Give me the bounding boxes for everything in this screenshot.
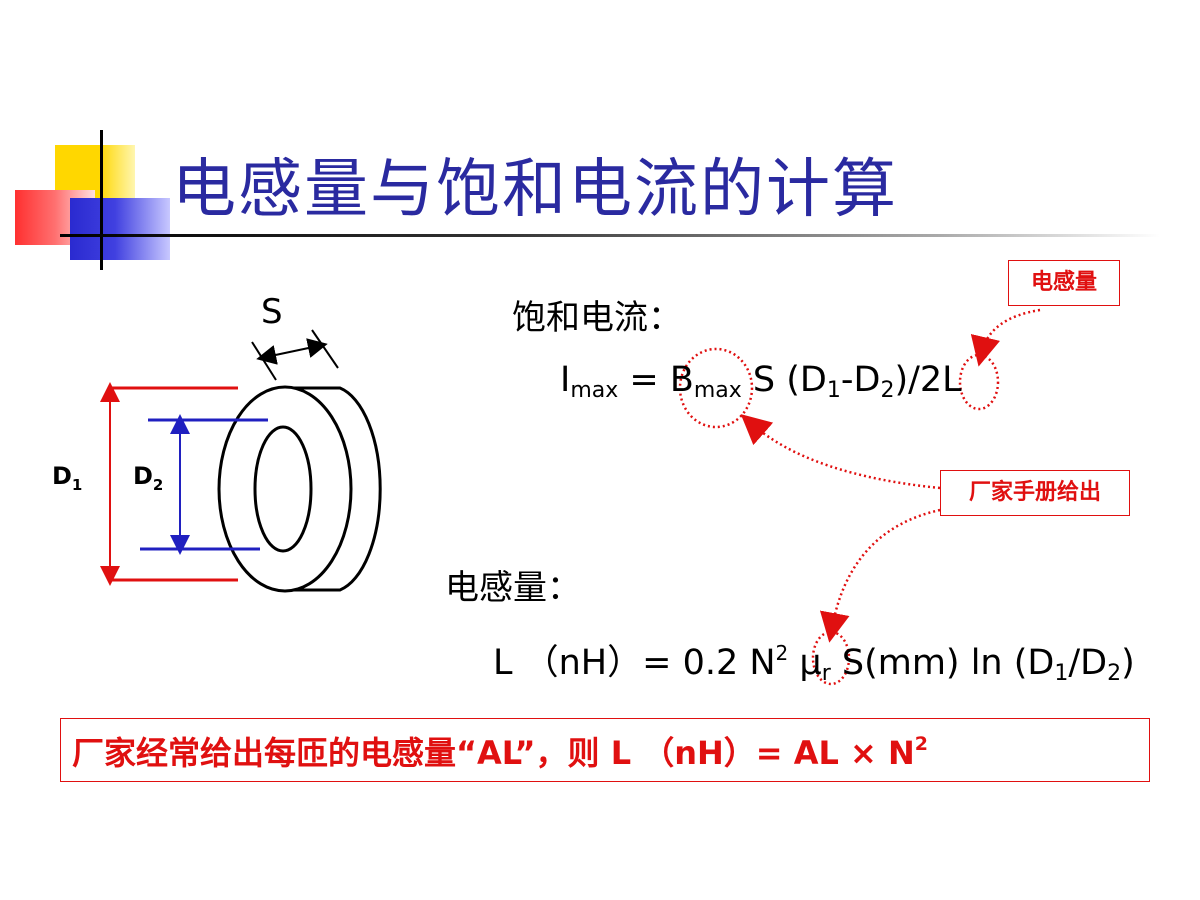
inductance-formula: L （nH）= 0.2 N2 μr S(mm) ln (D1/D2) <box>493 641 1135 686</box>
inductance-callout: 电感量 <box>1008 260 1120 306</box>
title-decoration-blue <box>70 198 170 260</box>
manufacturer-callout: 厂家手册给出 <box>940 470 1130 516</box>
manufacturer-callout-arrow-bmax <box>740 414 941 490</box>
inductance-heading: 电感量： <box>445 568 581 608</box>
al-note-text: 厂家经常给出每匝的电感量“AL”，则 L （nH）= AL × N2 <box>72 733 929 772</box>
d2-dimension <box>140 414 268 555</box>
mu-highlight-circle <box>811 630 851 686</box>
label-d1: D1 <box>52 462 83 494</box>
manufacturer-callout-arrow-mu <box>819 508 941 643</box>
toroid-core <box>217 385 382 593</box>
saturation-current-formula: Imax = Bmax S (D1-D2)/2L <box>560 360 962 403</box>
title-decoration-vertical-line <box>100 130 103 270</box>
title-underline <box>60 234 1160 237</box>
l-highlight-circle <box>958 353 1000 411</box>
al-note-box <box>60 718 1150 782</box>
d1-dimension <box>100 382 238 586</box>
s-dimension <box>251 329 339 381</box>
slide-title: 电感量与饱和电流的计算 <box>172 153 898 227</box>
inductance-callout-arrow <box>970 308 1041 367</box>
label-s: S <box>261 292 283 332</box>
label-d2: D2 <box>133 462 164 494</box>
bmax-highlight-circle <box>678 347 754 429</box>
saturation-current-heading: 饱和电流： <box>512 298 682 338</box>
